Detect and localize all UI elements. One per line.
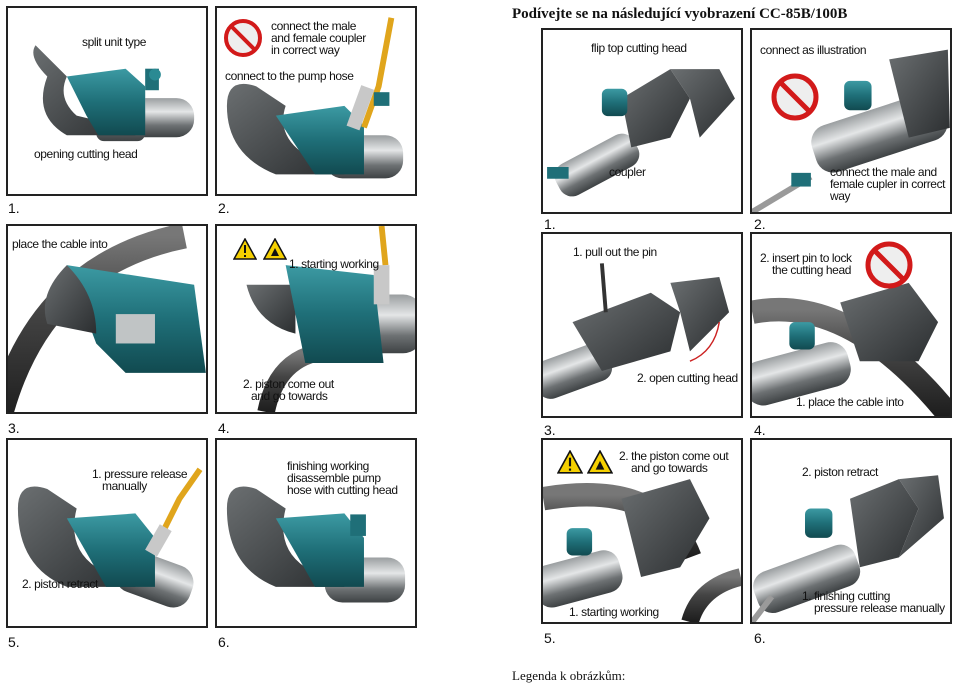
left-panel-4: 1. starting working 2. piston come out a… (215, 224, 417, 414)
tool-illustration (543, 263, 730, 399)
left-panel-1: split unit type opening cutting head 1. (6, 6, 208, 196)
step-number: 1. (8, 200, 20, 216)
tool-illustration (8, 226, 206, 412)
label-starting: 1. starting working (289, 257, 379, 271)
tool-illustration (752, 475, 944, 622)
warning-icon (557, 450, 583, 474)
tool-illustration (17, 467, 203, 608)
label-flip-top: flip top cutting head (591, 41, 687, 55)
step-number: 2. (754, 216, 766, 232)
warning-icon (233, 238, 257, 260)
label-place-cable-r: 1. place the cable into (796, 395, 904, 409)
left-panel-2: connect the male and female coupler in c… (215, 6, 417, 196)
step-number: 2. (218, 200, 230, 216)
prohibit-icon (771, 73, 819, 121)
label-finish-cut-2: pressure release manually (814, 601, 945, 615)
tool-illustration (543, 479, 741, 622)
label-pressure-1: 1. pressure release (92, 467, 188, 481)
step-number: 5. (8, 634, 20, 650)
label-finishing-1: finishing working (287, 459, 369, 473)
step-number: 3. (8, 420, 20, 436)
left-panel-5: 1. pressure release manually 2. piston r… (6, 438, 208, 628)
label-pressure-2: manually (102, 479, 147, 493)
prohibit-icon (865, 241, 913, 289)
label-piston-out-1: 2. piston come out (243, 377, 334, 391)
tool-illustration (246, 226, 415, 412)
label-connect-2: and female coupler (271, 31, 366, 45)
label-insert-pin-2: the cutting head (772, 263, 852, 277)
right-panel-2: connect as illustration connect the male… (750, 28, 952, 214)
left-panel-3: place the cable into (6, 224, 208, 414)
step-number: 5. (544, 630, 556, 646)
right-panel-6: 2. piston retract 1. finishing cutting p… (750, 438, 952, 624)
tool-illustration (752, 49, 950, 212)
label-male-female-2: female cupler in correct (830, 177, 946, 191)
step-number: 1. (544, 216, 556, 232)
tool-illustration (33, 45, 195, 142)
right-panel-4: 2. insert pin to lock the cutting head 1… (750, 232, 952, 418)
label-connect-3: in correct way (271, 43, 340, 57)
tool-illustration (226, 486, 406, 603)
label-piston-out-2: and go towards (251, 389, 328, 403)
hand-warning-icon (587, 450, 613, 474)
label-open-head: 2. open cutting head (637, 371, 738, 385)
label-male-female-1: connect the male and (830, 165, 937, 179)
label-connect-1: connect the male (271, 19, 356, 33)
tool-illustration (547, 69, 735, 197)
left-panel-6: finishing working disassemble pump hose … (215, 438, 417, 628)
label-finishing-3: hose with cutting head (287, 483, 398, 497)
step-number: 3. (544, 422, 556, 438)
legend-caption: Legenda k obrázkům: (512, 668, 626, 683)
step-number: 6. (218, 634, 230, 650)
tool-illustration (226, 17, 404, 179)
label-piston-retract-r: 2. piston retract (802, 465, 878, 479)
label-piston-retract: 2. piston retract (22, 577, 98, 591)
label-opening-head: opening cutting head (34, 147, 138, 161)
right-panel-5: 2. the piston come out and go towards 1.… (541, 438, 743, 624)
hand-warning-icon (263, 238, 287, 260)
label-piston-come-2: and go towards (631, 461, 708, 475)
tool-illustration (752, 282, 950, 416)
page-title: Podívejte se na následující vyobrazení C… (512, 6, 848, 22)
right-panel-1: flip top cutting head coupler (541, 28, 743, 214)
label-split-unit: split unit type (82, 35, 147, 49)
prohibit-icon (224, 19, 262, 57)
label-insert-pin-1: 2. insert pin to lock (760, 251, 852, 265)
label-finishing-2: disassemble pump (287, 471, 381, 485)
step-number: 4. (218, 420, 230, 436)
label-finish-cut-1: 1. finishing cutting (802, 589, 891, 603)
step-number: 6. (754, 630, 766, 646)
step-number: 4. (754, 422, 766, 438)
label-coupler: coupler (609, 165, 646, 179)
right-panel-3: 1. pull out the pin 2. open cutting head (541, 232, 743, 418)
label-piston-come-1: 2. the piston come out (619, 449, 729, 463)
label-connect-pump: connect to the pump hose (225, 69, 354, 83)
label-starting-r: 1. starting working (569, 605, 659, 619)
label-connect-illustration: connect as illustration (760, 43, 867, 57)
label-pull-pin: 1. pull out the pin (573, 245, 657, 259)
label-place-cable: place the cable into (12, 237, 108, 251)
label-male-female-3: way (830, 189, 851, 203)
